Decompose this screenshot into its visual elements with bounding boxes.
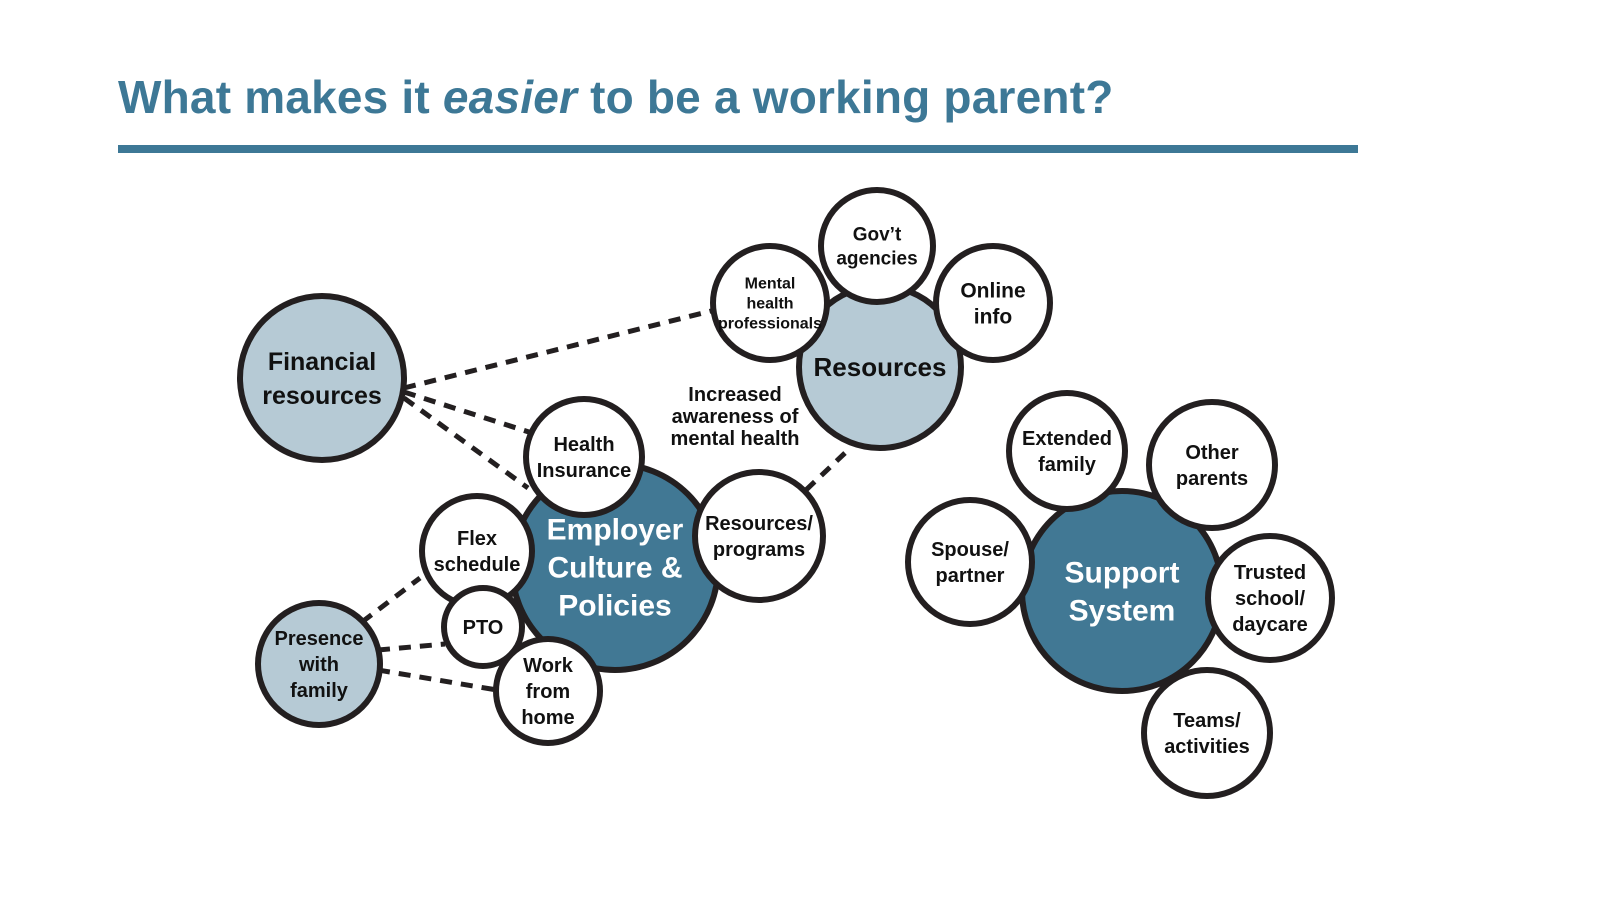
node-resources-programs-label-line: programs [713, 539, 805, 561]
node-employer-label-line: Policies [558, 590, 671, 623]
nodes: FinancialresourcesPresencewithfamilyReso… [237, 187, 1335, 799]
node-extended-family: Extended family [1006, 390, 1128, 512]
node-extended-family-circle [1006, 390, 1128, 512]
node-spouse-label-line: partner [936, 565, 1005, 587]
title-part-2: to be a working parent? [577, 71, 1114, 123]
node-online-info-label-line: Online [960, 279, 1025, 302]
node-health-insurance-label-line: Insurance [537, 460, 631, 482]
node-trusted-school-circle [1205, 533, 1335, 663]
node-online-info-label-line: info [974, 305, 1012, 328]
node-presence-circle [255, 600, 383, 728]
connectors [360, 307, 847, 693]
node-employer-label-line: Culture & [548, 552, 683, 585]
node-health-insurance-label-line: Health [553, 434, 614, 456]
node-govt-label-line: agencies [836, 249, 917, 270]
page-title: What makes it easier to be a working par… [118, 70, 1114, 124]
node-mental-health-circle [710, 243, 830, 363]
node-presence: Presence with family [255, 600, 383, 728]
node-financial: Financial resources [237, 293, 407, 463]
node-trusted-school: Trusted school/daycare [1205, 533, 1335, 663]
node-extended-family-label-line: family [1038, 454, 1097, 476]
node-pto-label-line: PTO [463, 617, 504, 639]
node-trusted-school-label-line: Trusted [1234, 562, 1306, 584]
node-resources-programs: Resources/programs [692, 469, 826, 603]
node-other-parents: Other parents [1146, 399, 1278, 531]
node-other-parents-circle [1146, 399, 1278, 531]
node-work-from-home-label-line: home [521, 707, 574, 729]
node-financial-label-line: Financial [268, 348, 376, 376]
node-online-info-circle [933, 243, 1053, 363]
node-mental-health-label-line: health [746, 296, 793, 313]
node-pto: PTO [441, 585, 525, 669]
node-spouse-circle [905, 497, 1035, 627]
annotation-label-line: mental health [671, 428, 800, 450]
node-other-parents-label-line: parents [1176, 468, 1248, 490]
node-teams-label-line: activities [1164, 736, 1250, 758]
node-teams-label-line: Teams/ [1173, 710, 1241, 732]
node-govt: Gov’t agencies [818, 187, 936, 305]
node-govt-circle [818, 187, 936, 305]
node-mental-health: Mental health professionals [710, 243, 830, 363]
node-mental-health-label-line: professionals [718, 316, 822, 333]
node-flex-schedule-label-line: schedule [434, 554, 521, 576]
node-teams-circle [1141, 667, 1273, 799]
node-work-from-home-label-line: from [526, 681, 570, 703]
title-underline [118, 145, 1358, 153]
node-presence-label-line: with [298, 654, 339, 676]
node-trusted-school-label-line: school/ [1235, 588, 1305, 610]
connector-financial-to-health-insurance [403, 389, 533, 436]
connector-presence-to-flex-schedule [360, 576, 422, 624]
node-work-from-home-label-line: Work [523, 655, 574, 677]
node-online-info: Online info [933, 243, 1053, 363]
title-part-1: What makes it [118, 71, 443, 123]
node-mental-health-label-line: Mental [745, 276, 796, 293]
node-spouse: Spouse/partner [905, 497, 1035, 627]
node-pto-circle [441, 585, 525, 669]
node-resources-programs-circle [692, 469, 826, 603]
title-emphasis: easier [442, 71, 578, 123]
connector-presence-to-pto [377, 641, 446, 653]
node-health-insurance-circle [523, 396, 645, 518]
connector-resources-programs-to-resources [804, 451, 847, 492]
node-flex-schedule: Flex schedule [419, 493, 535, 609]
node-financial-circle [237, 293, 407, 463]
node-flex-schedule-label-line: Flex [457, 528, 497, 550]
node-extended-family-label-line: Extended [1022, 428, 1112, 450]
node-support-label-line: Support [1065, 557, 1180, 590]
node-presence-label-line: Presence [275, 628, 364, 650]
node-trusted-school-label-line: daycare [1232, 614, 1308, 636]
node-work-from-home: Work from home [493, 636, 603, 746]
connector-financial-to-mental-health [403, 307, 716, 391]
node-financial-label-line: resources [262, 382, 382, 410]
node-work-from-home-circle [493, 636, 603, 746]
connector-financial-to-employer [402, 395, 530, 491]
node-resources-label-line: Resources [814, 352, 947, 382]
node-support-label-line: System [1069, 595, 1176, 628]
node-resources-programs-label-line: Resources/ [705, 513, 813, 535]
node-spouse-label-line: Spouse/ [931, 539, 1009, 561]
node-teams: Teams/activities [1141, 667, 1273, 799]
connector-presence-to-work-from-home [377, 667, 498, 693]
node-govt-label-line: Gov’t [853, 225, 902, 246]
annotation-label-line: awareness of [672, 406, 799, 428]
node-employer-label-line: Employer [547, 514, 684, 547]
node-presence-label-line: family [290, 680, 349, 702]
annotation-label-line: Increased [688, 384, 781, 406]
node-other-parents-label-line: Other [1185, 442, 1239, 464]
